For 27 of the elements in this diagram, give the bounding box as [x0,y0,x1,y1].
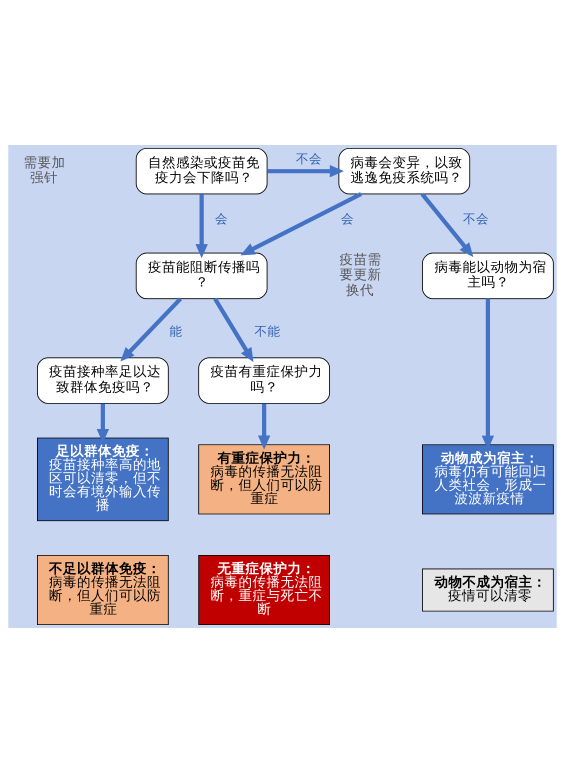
arrow [213,297,254,362]
node-box: 疫苗接种率足以达致群体免疫吗？ [36,356,169,404]
arrow [258,402,270,450]
label: 疫苗需要更新换代 [339,251,382,298]
edge-label: 会 [215,210,228,226]
node-box: 动物成为宿主： 病毒仍有可能回归人类社会，形成一波波新疫情 [422,444,554,514]
edge-label: 会 [340,210,354,226]
node-box: 足以群体免疫： 疫苗接种率高的地区可以清零，但不时会有境外输入传播 [36,437,169,521]
node-box: 疫苗有重症保护力吗？ [198,356,330,404]
label: 需要加强针 [23,154,66,186]
node-box: 动物不成为宿主： 疫情可以清零 [422,568,554,612]
arrow [420,192,474,257]
edge-label: 不能 [254,322,280,338]
edge-label: 不会 [296,150,322,166]
node-box: 不足以群体免疫： 病毒的传播无法阻断，但人们可以防重症 [36,554,169,625]
arrow [240,192,362,255]
arrow [267,164,344,177]
node-box: 病毒能以动物为宿主吗？ [422,252,554,299]
edge-label: 能 [170,322,183,338]
node-box: 自然感染或疫苗免疫力会下降吗？ [136,147,268,194]
node-box: 有重症保护力： 病毒的传播无法阻断，但人们可以防重症 [198,444,330,514]
arrow [120,296,182,361]
arrow [195,194,208,258]
edge-label: 不会 [462,210,489,226]
node-box: 病毒会变异，以致逃逸免疫系统吗？ [338,147,470,194]
node-box: 疫苗能阻断传播吗？ [136,252,268,299]
node-box: 无重症保护力： 病毒的传播无法阻断，重症与死亡不断 [198,554,330,625]
